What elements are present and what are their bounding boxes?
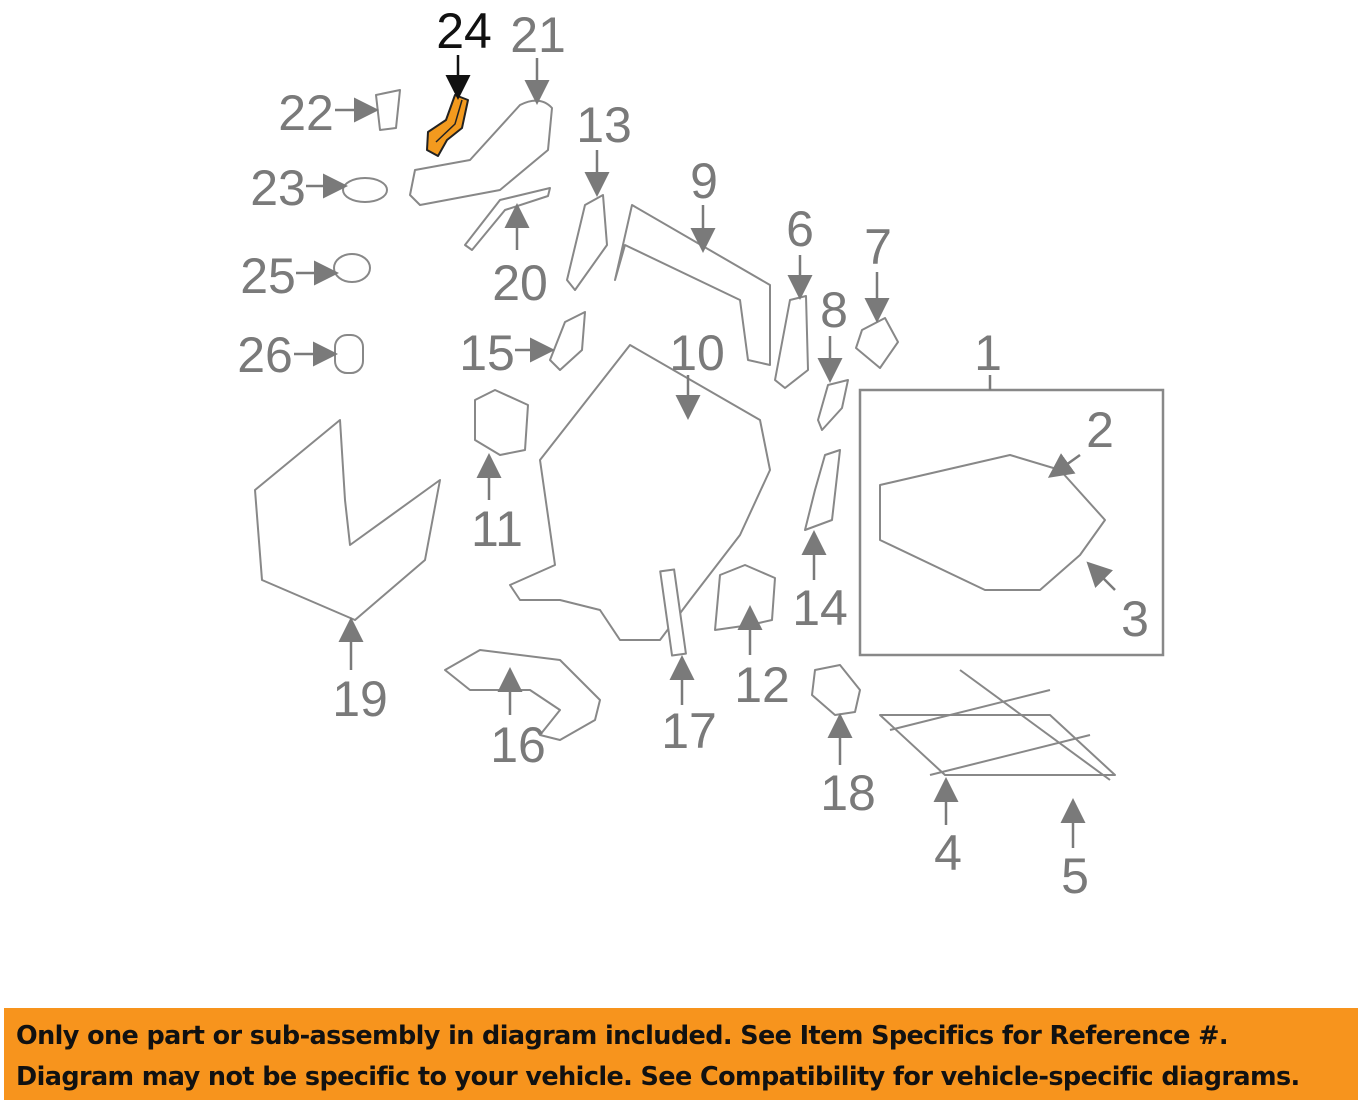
part-15 xyxy=(549,311,586,371)
callout-2: 2 xyxy=(1086,402,1114,458)
callout-1: 1 xyxy=(974,325,1002,381)
part-17 xyxy=(659,568,687,657)
callout-19: 19 xyxy=(332,671,388,727)
callout-20: 20 xyxy=(492,255,548,311)
callout-26: 26 xyxy=(237,327,293,383)
callout-21: 21 xyxy=(510,7,566,63)
part-24-highlighted[interactable] xyxy=(426,94,469,157)
part-2-3-cushion xyxy=(879,454,1106,591)
part-25 xyxy=(333,253,371,283)
part-22 xyxy=(375,89,401,131)
part-11 xyxy=(474,389,529,456)
part-6 xyxy=(774,295,809,389)
callout-10: 10 xyxy=(669,325,725,381)
callout-5: 5 xyxy=(1061,848,1089,904)
part-7 xyxy=(855,317,899,369)
part-14 xyxy=(804,449,841,531)
callout-15: 15 xyxy=(459,325,515,381)
part-20 xyxy=(464,187,551,251)
callout-13: 13 xyxy=(576,97,632,153)
part-23 xyxy=(342,177,388,203)
callout-4: 4 xyxy=(934,825,962,881)
callout-8: 8 xyxy=(820,282,848,338)
callout-25: 25 xyxy=(240,248,296,304)
callout-9: 9 xyxy=(690,153,718,209)
callout-17: 17 xyxy=(661,703,717,759)
part-19 xyxy=(254,419,441,621)
part-13 xyxy=(566,194,608,291)
part-8 xyxy=(817,379,849,431)
part-10 xyxy=(509,344,771,641)
part-18 xyxy=(811,664,861,716)
part-1-seat-cushion-box xyxy=(858,388,1165,657)
disclaimer-line-1: Only one part or sub-assembly in diagram… xyxy=(16,1021,1229,1051)
disclaimer-banner: Only one part or sub-assembly in diagram… xyxy=(4,1008,1358,1100)
callout-22: 22 xyxy=(278,85,334,141)
part-26 xyxy=(334,334,364,374)
part-4-5-seat-frame xyxy=(879,669,1116,781)
callout-18: 18 xyxy=(820,765,876,821)
callout-16: 16 xyxy=(490,717,546,773)
callout-23: 23 xyxy=(250,160,306,216)
disclaimer-line-2: Diagram may not be specific to your vehi… xyxy=(16,1062,1300,1092)
parts-diagram: 24 21 22 23 25 26 13 9 20 6 7 8 15 10 1 … xyxy=(237,3,1165,904)
callout-12: 12 xyxy=(734,657,790,713)
callout-24[interactable]: 24 xyxy=(436,3,492,59)
callout-3: 3 xyxy=(1121,591,1149,647)
callout-14: 14 xyxy=(792,580,848,636)
callout-arrows xyxy=(294,55,1116,848)
callout-11: 11 xyxy=(471,501,523,557)
callout-7: 7 xyxy=(864,219,892,275)
callout-6: 6 xyxy=(786,201,814,257)
part-9 xyxy=(614,204,771,366)
part-12 xyxy=(714,564,776,631)
